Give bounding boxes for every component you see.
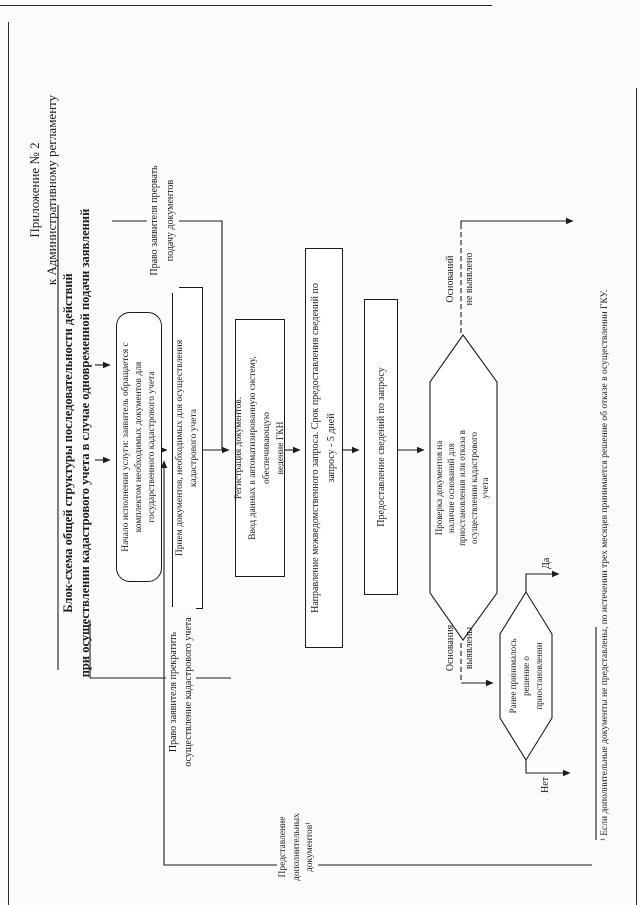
label-right-to-terminate-registration: Право заявителя прекратить осуществление…: [166, 607, 196, 777]
node-register-documents: Регистрация документов. Ввод данных в ав…: [234, 319, 286, 577]
yes-arrow: [525, 570, 560, 592]
node-interagency-request: Направление межведомственного запроса. С…: [305, 248, 343, 648]
label-yes: Да: [541, 557, 552, 569]
label-grounds-found: Основания выявлены: [445, 624, 475, 672]
no-arrow: [525, 760, 571, 777]
node-prior-decision-text: Ранее принималось решение о приостановле…: [507, 638, 544, 714]
label-additional-documents: Представление дополнительных документов¹: [277, 801, 318, 893]
scan-edge-right: [636, 88, 637, 905]
footnote: ¹ Если дополнительные документы не предс…: [600, 289, 610, 841]
node-receive-documents: Прием документов, необходимых для осущес…: [172, 287, 203, 609]
node-check-grounds-text: Проверка документов на наличие оснований…: [434, 430, 491, 546]
check-hexagon: [429, 334, 498, 641]
prior-decision-hexagon: [499, 590, 553, 762]
scan-edge-top: [0, 5, 492, 6]
no-grounds-exit-arrow: [460, 217, 574, 229]
label-no-grounds-found: Оснований не выявлено: [445, 252, 475, 306]
label-no: Нет: [540, 777, 551, 794]
scan-edge-left: [8, 22, 9, 905]
node-start: Начало исполнения услуги: заявитель обра…: [116, 312, 162, 582]
node-provide-information: Предоставление сведений по запросу: [364, 299, 398, 595]
label-right-to-interrupt-submission: Право заявителя прервать подачу документ…: [147, 148, 179, 293]
additional-documents-loop-line: [160, 460, 592, 866]
